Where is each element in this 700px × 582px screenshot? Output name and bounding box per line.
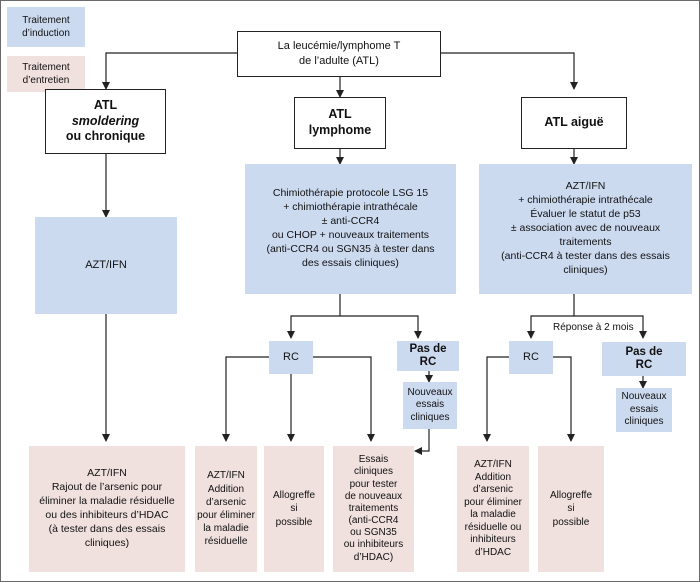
rc-lymphome-text: RC <box>283 351 299 364</box>
maintenance-essais-text: Essais cliniques pour tester de nouveaux… <box>343 454 404 563</box>
category-lymphome-line1: ATL <box>328 107 352 122</box>
nouveaux-essais-aigue-text: Nouveaux essais cliniques <box>621 391 667 428</box>
maintenance-smoldering-text: AZT/IFN Rajout de l’arsenic pour élimine… <box>39 467 175 549</box>
induction-smoldering-text: AZT/IFN <box>85 259 127 272</box>
legend-induction-text: Traitement d’induction <box>22 15 70 39</box>
maintenance-lymphome-allogreffe-text: Allogreffe si possible <box>272 490 316 528</box>
response-label: Réponse à 2 mois <box>553 322 634 333</box>
induction-smoldering: AZT/IFN <box>35 217 177 314</box>
nouveaux-essais-lymphome: Nouveaux essais cliniques <box>403 382 457 429</box>
legend-maintenance: Traitement d’entretien <box>7 56 85 92</box>
category-lymphome: ATL lymphome <box>294 97 386 149</box>
induction-lymphome-text: Chimiothérapie protocole LSG 15 + chimio… <box>266 187 435 269</box>
maintenance-aigue-allogreffe-text: Allogreffe si possible <box>549 490 593 528</box>
nouveaux-essais-lymphome-text: Nouveaux essais cliniques <box>407 386 453 423</box>
category-aigue-text: ATL aiguë <box>544 115 604 130</box>
induction-lymphome: Chimiothérapie protocole LSG 15 + chimio… <box>245 164 456 294</box>
category-lymphome-line2: lymphome <box>308 123 372 137</box>
induction-aigue: AZT/IFN + chimiothérapie intrathécale Év… <box>479 164 692 294</box>
rc-lymphome: RC <box>269 341 313 374</box>
maintenance-lymphome-arsenic: AZT/IFN Addition d’arsenic pour éliminer… <box>195 446 257 572</box>
pas-de-rc-lymphome: Pas de RC <box>397 341 459 371</box>
maintenance-smoldering: AZT/IFN Rajout de l’arsenic pour élimine… <box>29 446 185 572</box>
category-smoldering-line2: smoldering <box>71 113 140 128</box>
category-aigue: ATL aiguë <box>521 97 627 149</box>
category-smoldering: ATL smoldering ou chronique <box>45 89 166 154</box>
induction-aigue-text: AZT/IFN + chimiothérapie intrathécale Év… <box>501 180 670 276</box>
maintenance-essais: Essais cliniques pour tester de nouveaux… <box>333 446 414 572</box>
rc-aigue: RC <box>509 341 553 374</box>
category-smoldering-line1: ATL <box>93 98 118 113</box>
root-text: La leucémie/lymphome T de l’adulte (ATL) <box>277 40 401 67</box>
nouveaux-essais-aigue: Nouveaux essais cliniques <box>616 388 672 432</box>
pas-de-rc-aigue: Pas de RC <box>602 342 686 376</box>
maintenance-aigue-allogreffe: Allogreffe si possible <box>538 446 604 572</box>
pas-de-rc-lymphome-text: Pas de RC <box>409 342 447 368</box>
rc-aigue-text: RC <box>523 351 539 364</box>
maintenance-aigue-arsenic-text: AZT/IFN Addition d’arsenic pour éliminer… <box>464 459 522 558</box>
maintenance-aigue-arsenic: AZT/IFN Addition d’arsenic pour éliminer… <box>457 446 529 572</box>
pas-de-rc-aigue-text: Pas de RC <box>625 345 663 371</box>
maintenance-lymphome-allogreffe: Allogreffe si possible <box>264 446 324 572</box>
legend-maintenance-text: Traitement d’entretien <box>22 62 70 86</box>
category-smoldering-line3: ou chronique <box>65 129 146 144</box>
legend-induction: Traitement d’induction <box>7 7 85 47</box>
root-box: La leucémie/lymphome T de l’adulte (ATL) <box>237 31 441 77</box>
maintenance-lymphome-arsenic-text: AZT/IFN Addition d’arsenic pour éliminer… <box>197 470 255 548</box>
